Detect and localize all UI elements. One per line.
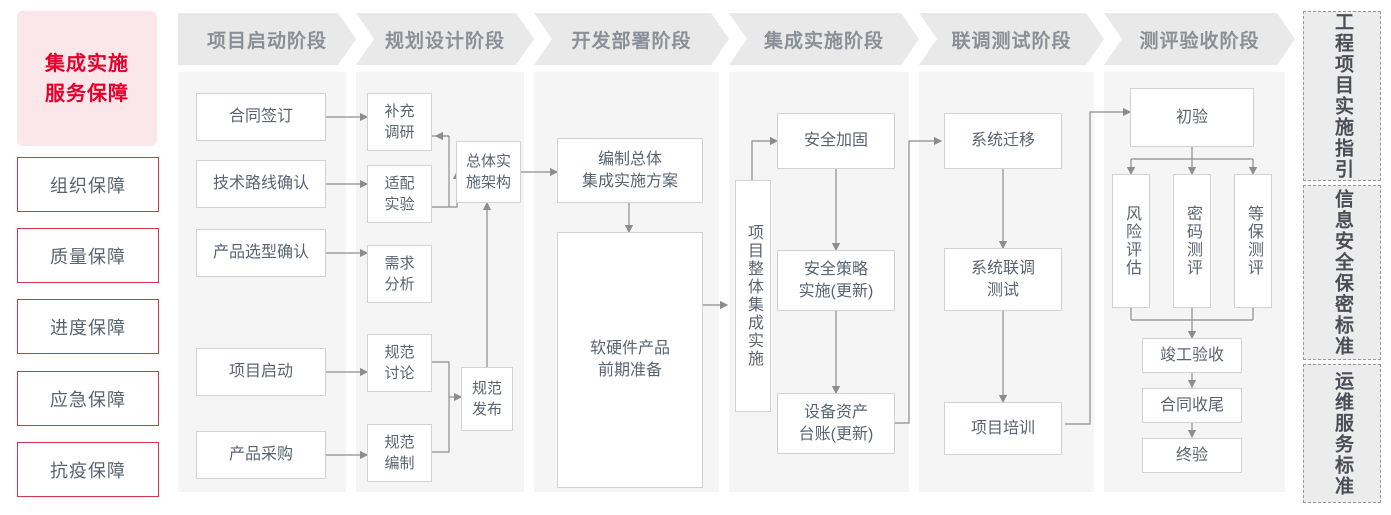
node-completion-acceptance[interactable]: 竣工验收: [1142, 338, 1242, 373]
standard-label: 工程项目实施指引: [1332, 12, 1353, 180]
node-final-acceptance[interactable]: 终验: [1142, 438, 1242, 473]
phase-header-planning-design[interactable]: 规划设计阶段: [356, 13, 534, 65]
node-project-training[interactable]: 项目培训: [944, 402, 1062, 455]
phase-header-joint-test[interactable]: 联调测试阶段: [919, 13, 1104, 65]
guarantee-item-schedule[interactable]: 进度保障: [17, 299, 159, 354]
node-adaptation-experiment[interactable]: 适配实验: [367, 165, 432, 223]
node-spec-release[interactable]: 规范发布: [461, 367, 513, 431]
node-overall-implementation-architecture[interactable]: 总体实施架构: [456, 141, 521, 203]
node-security-hardening[interactable]: 安全加固: [777, 113, 895, 169]
node-security-policy-implementation[interactable]: 安全策略实施(更新): [777, 250, 895, 311]
standard-information-security-confidentiality[interactable]: 信息安全保密标准: [1303, 185, 1381, 360]
node-product-selection[interactable]: 产品选型确认: [196, 229, 326, 277]
standard-operation-maintenance-service[interactable]: 运维服务标准: [1303, 364, 1381, 503]
node-draft-integration-plan[interactable]: 编制总体集成实施方案: [557, 138, 703, 203]
node-system-joint-debug-test[interactable]: 系统联调测试: [944, 248, 1062, 311]
service-guarantee-title-line1: 集成实施: [45, 52, 129, 75]
standard-engineering-project-implementation-guideline[interactable]: 工程项目实施指引: [1303, 11, 1381, 181]
node-hw-sw-preparation[interactable]: 软硬件产品前期准备: [557, 232, 703, 488]
guarantee-item-emergency[interactable]: 应急保障: [17, 371, 159, 426]
service-guarantee-panel: 集成实施 服务保障 组织保障 质量保障 进度保障 应急保障 抗疫保障: [17, 11, 159, 503]
node-crypto-evaluation[interactable]: 密码测评: [1173, 174, 1211, 308]
service-guarantee-title-line2: 服务保障: [45, 82, 129, 105]
node-spec-drafting[interactable]: 规范编制: [367, 424, 432, 482]
phase-header-acceptance[interactable]: 测评验收阶段: [1104, 13, 1295, 65]
guarantee-item-quality[interactable]: 质量保障: [17, 228, 159, 283]
guarantee-item-organization[interactable]: 组织保障: [17, 157, 159, 212]
node-supplementary-research[interactable]: 补充调研: [367, 93, 432, 151]
node-spec-discussion[interactable]: 规范讨论: [367, 334, 432, 392]
phase-header-project-initiation[interactable]: 项目启动阶段: [178, 13, 356, 65]
node-preliminary-acceptance[interactable]: 初验: [1130, 88, 1254, 147]
phase-band-1: [178, 72, 346, 492]
guarantee-item-epidemic[interactable]: 抗疫保障: [17, 442, 159, 497]
node-project-kickoff[interactable]: 项目启动: [196, 348, 326, 396]
node-equipment-asset-ledger[interactable]: 设备资产台账(更新): [777, 393, 895, 454]
node-system-migration[interactable]: 系统迁移: [944, 113, 1062, 169]
node-overall-project-integration[interactable]: 项目整体集成实施: [735, 180, 771, 412]
standard-label: 信息安全保密标准: [1332, 188, 1353, 357]
standard-label: 运维服务标准: [1332, 370, 1353, 497]
service-guarantee-title: 集成实施 服务保障: [17, 11, 157, 146]
phase-header-integration[interactable]: 集成实施阶段: [729, 13, 919, 65]
node-mlps-evaluation[interactable]: 等保测评: [1234, 174, 1272, 308]
node-contract-signing[interactable]: 合同签订: [196, 93, 326, 141]
node-tech-route-confirm[interactable]: 技术路线确认: [196, 160, 326, 208]
node-contract-closeout[interactable]: 合同收尾: [1142, 388, 1242, 423]
node-product-procurement[interactable]: 产品采购: [196, 431, 326, 479]
node-risk-assessment[interactable]: 风险评估: [1112, 174, 1150, 308]
node-requirement-analysis[interactable]: 需求分析: [367, 245, 432, 303]
phase-header-development-deploy[interactable]: 开发部署阶段: [534, 13, 729, 65]
